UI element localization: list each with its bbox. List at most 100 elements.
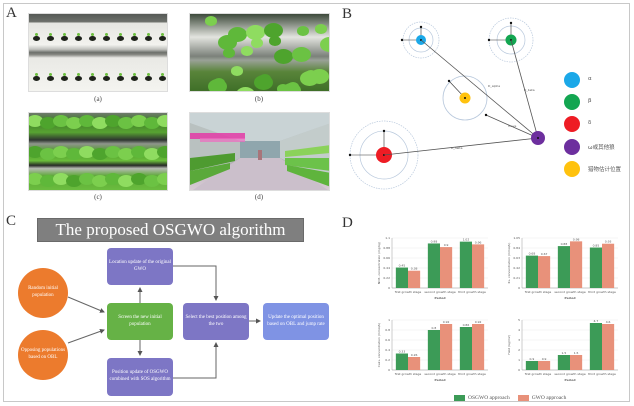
photo-caption-b: (b)	[254, 95, 264, 103]
legend-delta-label: δ	[588, 120, 592, 126]
x-tick-label: first growth stage	[395, 290, 422, 294]
y-tick-label: 0	[518, 368, 520, 372]
seedling-hole	[89, 36, 96, 41]
y-tick-label: 1	[388, 318, 390, 322]
x-axis-title: Period	[435, 296, 446, 300]
seedling-hole	[89, 76, 96, 81]
lettuce-head	[53, 115, 69, 127]
seedling-sprout	[63, 73, 66, 76]
panel-label-d: D	[342, 215, 353, 231]
seedling-sprout	[49, 73, 52, 76]
figure-frame	[3, 3, 630, 402]
photo-caption-c: (c)	[94, 193, 102, 201]
bar-gwo	[472, 324, 485, 370]
seedling-sprout	[63, 33, 66, 36]
y-tick-label: 0.44	[383, 266, 390, 270]
bar-osgwo	[427, 243, 440, 288]
prey-estimate-node	[442, 75, 488, 121]
seedling-sprout	[161, 33, 164, 36]
y-tick-label: 1.05	[513, 236, 520, 240]
y-tick-label: 0.2	[385, 358, 390, 362]
seedling-sprout	[119, 33, 122, 36]
panel-label-c: C	[6, 213, 17, 229]
bar-value-label: 1.5	[574, 351, 579, 355]
seedling-sprout	[147, 33, 150, 36]
photo-caption-d: (d)	[254, 193, 264, 201]
seedling-hole	[159, 36, 166, 41]
y-tick-label: 0.6	[385, 338, 390, 342]
bar-value-label: 0.86	[463, 323, 470, 327]
legend-omega-swatch	[564, 139, 580, 155]
lettuce-head	[131, 115, 147, 127]
lettuce-leaf	[292, 47, 311, 63]
lettuce-head	[29, 115, 43, 127]
y-tick-label: 0.21	[513, 276, 520, 280]
seedling-sprout	[35, 33, 38, 36]
bar-gwo	[570, 241, 583, 288]
x-axis-title: Period	[435, 378, 446, 382]
lettuce-head	[105, 173, 121, 185]
lettuce-head	[40, 117, 56, 129]
edge-omega-move	[485, 114, 539, 139]
bar-osgwo	[589, 247, 602, 288]
bar-value-label: 0.88	[561, 242, 568, 246]
y-tick-label: 0	[518, 286, 520, 290]
arrow-opposing-to-screen	[67, 329, 105, 344]
lettuce-leaf	[269, 36, 281, 46]
seedling-sprout	[161, 73, 164, 76]
seedling-hole	[61, 76, 68, 81]
lettuce-head	[79, 173, 95, 185]
x-tick-label: second growth stage	[554, 372, 586, 376]
edge-beta-omega	[510, 39, 539, 139]
bar-value-label: 0.33	[399, 350, 406, 354]
lettuce-head	[157, 115, 167, 127]
photo-caption-a: (a)	[94, 95, 102, 103]
seedling-sprout	[49, 33, 52, 36]
seedling-hole	[103, 76, 110, 81]
y-tick-label: 0.63	[513, 256, 520, 260]
lettuce-head	[40, 148, 56, 160]
legend-prey-swatch	[564, 161, 580, 177]
edge-label-d-beta: D_beta	[524, 88, 535, 92]
node-random-initial-population: Random initial population	[18, 268, 68, 318]
photo-seedling-rails	[28, 13, 168, 92]
seedling-hole	[75, 36, 82, 41]
node-opposing-populations: Opposing populations based on OBL	[18, 330, 68, 380]
lettuce-head	[118, 117, 134, 129]
delta-wolf-node	[348, 120, 419, 190]
x-tick-label: second growth stage	[424, 290, 456, 294]
lettuce-head	[157, 146, 167, 158]
lettuce-leaf	[274, 49, 293, 65]
bar-value-label: 0.9	[530, 357, 535, 361]
bar-value-label: 0.98	[431, 239, 438, 243]
arrow-gwo-to-select	[173, 265, 219, 301]
lettuce-head	[144, 148, 160, 160]
bar-osgwo	[557, 355, 570, 370]
seedling-hole	[103, 36, 110, 41]
bar-value-label: 1.5	[562, 351, 567, 355]
lettuce-head	[118, 175, 134, 187]
lettuce-leaf	[254, 75, 273, 91]
bar-gwo	[408, 357, 421, 370]
lettuce-leaf	[297, 26, 309, 36]
legend-delta-swatch	[564, 116, 580, 132]
legend-gwo-label: GWO approach	[531, 395, 567, 401]
lettuce-head	[118, 148, 134, 160]
x-tick-label: first growth stage	[525, 372, 552, 376]
seedling-sprout	[91, 73, 94, 76]
bar-value-label: 0.92	[475, 320, 482, 324]
bar-value-label: 0.8	[432, 326, 437, 330]
lettuce-leaf	[218, 35, 237, 51]
seedling-hole	[145, 36, 152, 41]
legend-osgwo-label: OSGWO approach	[468, 395, 510, 401]
y-tick-label: 0.8	[385, 328, 390, 332]
bar-value-label: 0.9	[542, 357, 547, 361]
bar-osgwo	[589, 323, 602, 370]
bar-value-label: 0.93	[605, 240, 612, 244]
photo-lettuce-rack	[189, 13, 330, 92]
bar-value-label: 0.92	[443, 320, 450, 324]
photo-mature-lettuce	[28, 112, 168, 191]
lettuce-leaf	[315, 24, 327, 34]
chart-k-concentration: 00.210.420.630.841.05K+ concentration (m…	[507, 236, 618, 300]
